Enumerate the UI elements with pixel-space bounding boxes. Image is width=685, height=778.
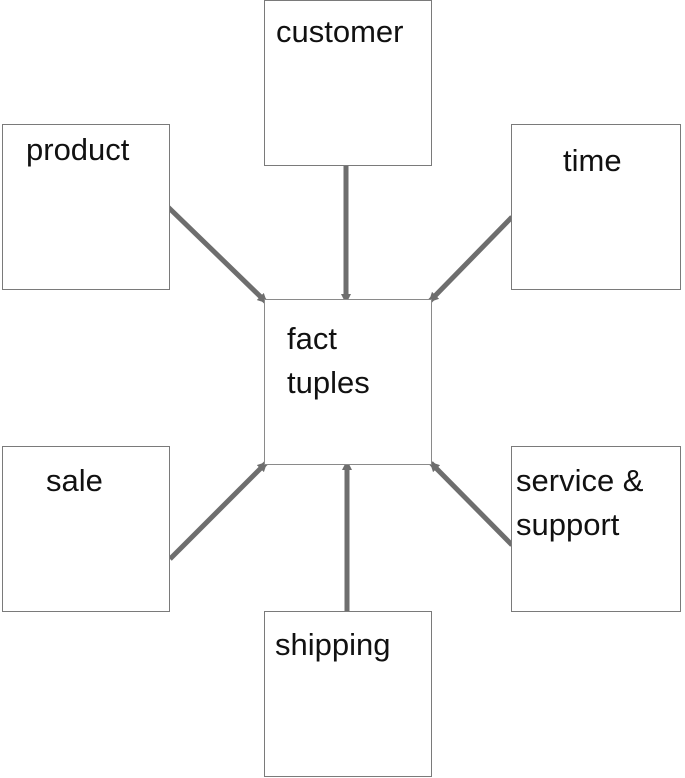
customer-label: customer (276, 14, 404, 49)
sale-label: sale (46, 463, 103, 498)
customer-box (264, 0, 432, 166)
fact-label-line1: fact (287, 321, 337, 356)
time-label: time (563, 143, 622, 178)
sale-box (2, 446, 170, 612)
service-support-box (511, 446, 681, 612)
time-box (511, 124, 681, 290)
fact-tuples-box (264, 299, 432, 465)
arrow-time-to-fact (428, 215, 514, 303)
product-label: product (26, 132, 130, 167)
service-support-label-line2: support (516, 507, 620, 542)
fact-label-line2: tuples (287, 365, 370, 400)
arrow-service-support-to-fact (429, 461, 514, 547)
service-support-label-line1: service & (516, 463, 644, 498)
arrow-sale-to-fact (168, 461, 268, 561)
product-box (2, 124, 170, 290)
arrow-product-to-fact (166, 205, 268, 304)
shipping-box (264, 611, 432, 777)
shipping-label: shipping (275, 627, 391, 662)
